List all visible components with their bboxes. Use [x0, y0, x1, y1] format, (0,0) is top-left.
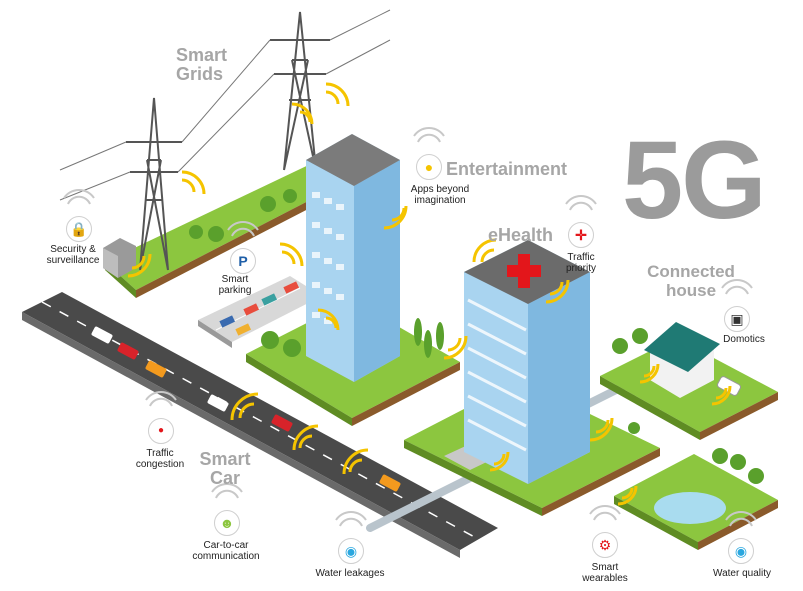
category-entertainment: Entertainment [446, 159, 568, 179]
label-domotics: Domotics [723, 334, 765, 345]
label-car-to-car: Car-to-car communication [192, 540, 260, 562]
main-road [22, 292, 498, 558]
category-connected-house: Connected house [636, 262, 746, 300]
label-smart-parking: Smart parking [218, 274, 252, 296]
label-water-quality: Water quality [713, 568, 771, 579]
category-connected-house-text: Connected house [647, 262, 735, 300]
category-smart-car-text: Smart Car [199, 449, 251, 488]
label-traffic-priority: Traffic priority [565, 252, 596, 274]
arrows-icon: ✛ [568, 222, 594, 248]
gears-icon: ⚙ [592, 532, 618, 558]
category-ehealth: eHealth [488, 225, 554, 245]
signal-waves [127, 82, 732, 506]
office-tower [306, 134, 400, 382]
lock-icon: 🔒 [66, 216, 92, 242]
label-apps: Apps beyond imagination [410, 184, 470, 206]
category-smart-grids: Smart Grids [176, 46, 227, 84]
parking-lot [198, 276, 322, 348]
parking-icon: P [230, 248, 256, 274]
label-water-leakages: Water leakages [315, 568, 385, 579]
house-platform [600, 322, 778, 440]
label-traffic-congestion: Traffic congestion [135, 448, 185, 470]
label-smart-wearables: Smart wearables [582, 562, 628, 584]
title-5g: 5G [622, 119, 767, 242]
driver-icon: ☻ [214, 510, 240, 536]
lightbulb-icon: ● [416, 154, 442, 180]
power-pylons [59, 9, 391, 271]
water-drop-icon: ◉ [338, 538, 364, 564]
water-drop-icon: ◉ [728, 538, 754, 564]
traffic-light-icon: ● [148, 418, 174, 444]
hospital-tower [464, 240, 590, 484]
phone-icon: ▣ [724, 306, 750, 332]
medical-cross [507, 254, 541, 288]
category-smart-car: Smart Car [190, 450, 260, 488]
label-security: Security & surveillance [46, 244, 100, 266]
category-smart-grids-text: Smart Grids [176, 45, 228, 84]
wifi-arcs [63, 127, 757, 527]
